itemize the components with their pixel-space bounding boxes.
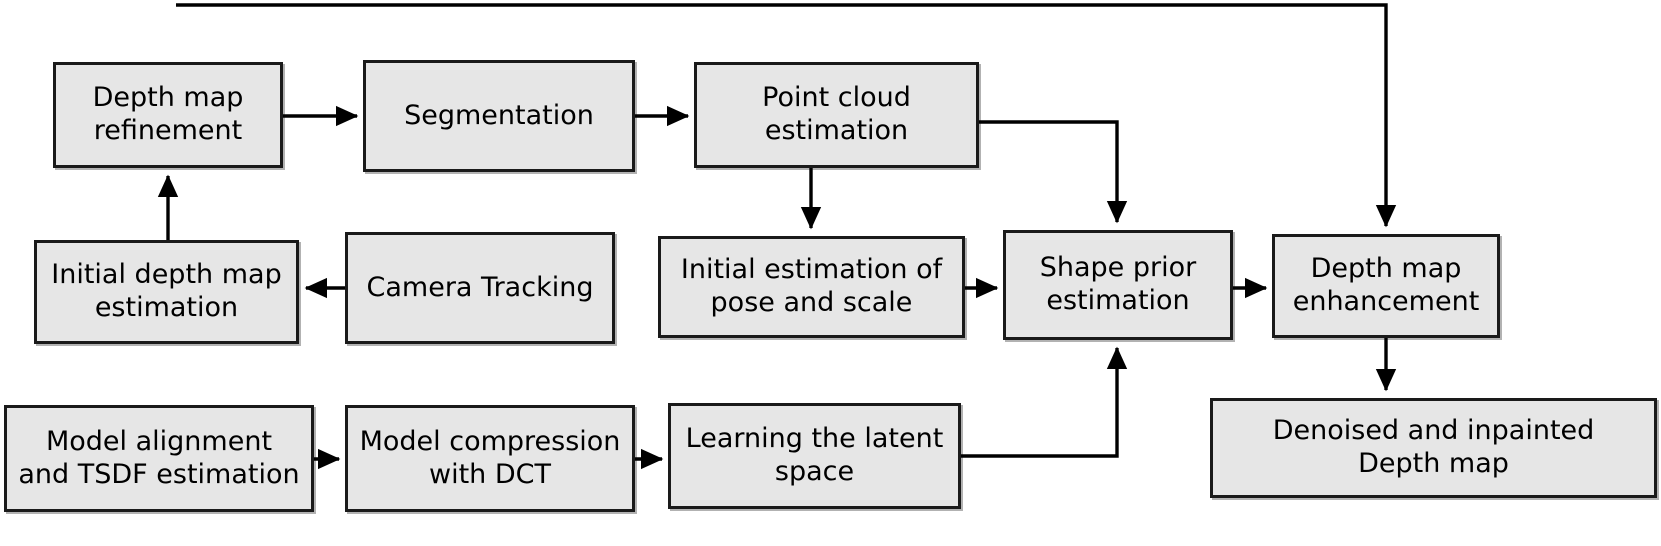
node-label-depth-map-enhancement: Depth map enhancement (1292, 253, 1480, 317)
node-label-model-alignment-tsdf: Model alignment and TSDF estimation (18, 425, 300, 490)
node-model-alignment-tsdf[interactable]: Model alignment and TSDF estimation (4, 405, 314, 512)
node-point-cloud-estimation[interactable]: Point cloud estimation (694, 62, 979, 168)
node-label-denoised-inpainted-depth-map: Denoised and inpainted Depth map (1272, 415, 1595, 479)
node-camera-tracking[interactable]: Camera Tracking (345, 232, 615, 344)
edge-learning-latent-to-shape-prior (961, 346, 1128, 458)
node-initial-estimation-pose-scale[interactable]: Initial estimation of pose and scale (658, 236, 965, 338)
edge-point-cloud-to-shape-prior (979, 120, 1128, 224)
node-learning-latent-space[interactable]: Learning the latent space (668, 403, 961, 509)
node-initial-depth-map-estimation[interactable]: Initial depth map estimation (34, 240, 299, 344)
node-segmentation[interactable]: Segmentation (363, 60, 635, 172)
node-denoised-inpainted-depth-map[interactable]: Denoised and inpainted Depth map (1210, 398, 1657, 498)
node-label-learning-latent-space: Learning the latent space (685, 423, 944, 487)
node-label-camera-tracking: Camera Tracking (366, 271, 594, 303)
node-label-model-compression-dct: Model compression with DCT (359, 425, 621, 490)
node-label-depth-map-refinement: Depth map refinement (92, 82, 244, 146)
node-label-initial-estimation-pose-scale: Initial estimation of pose and scale (680, 254, 943, 318)
node-depth-map-refinement[interactable]: Depth map refinement (53, 62, 283, 168)
node-label-initial-depth-map-estimation: Initial depth map estimation (51, 259, 282, 323)
node-shape-prior-estimation[interactable]: Shape prior estimation (1003, 230, 1233, 340)
node-label-segmentation: Segmentation (404, 99, 594, 131)
node-model-compression-dct[interactable]: Model compression with DCT (345, 405, 635, 512)
node-label-shape-prior-estimation: Shape prior estimation (1039, 252, 1197, 316)
node-label-point-cloud-estimation: Point cloud estimation (762, 82, 911, 146)
node-depth-map-enhancement[interactable]: Depth map enhancement (1272, 234, 1500, 338)
